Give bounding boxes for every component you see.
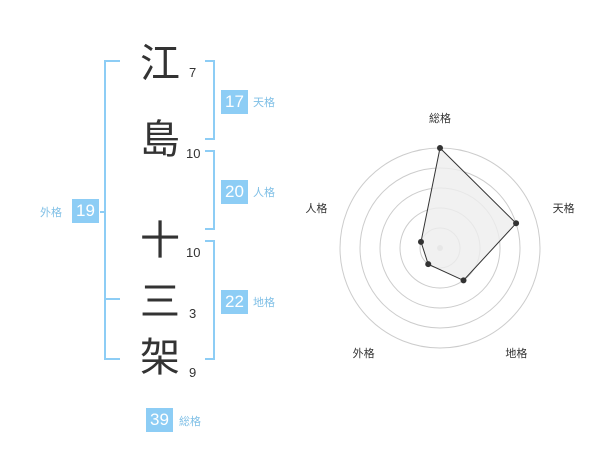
radar-point-4 <box>425 261 432 268</box>
name-char-4: 三 <box>140 279 180 325</box>
radar-axis-label-5: 人格 <box>305 201 327 215</box>
tenkaku-label: 天格 <box>253 96 275 109</box>
radar-point-3 <box>460 277 467 284</box>
jinkaku-label: 人格 <box>253 186 275 199</box>
radar-point-2 <box>513 220 520 227</box>
name-char-2: 島 <box>140 117 180 163</box>
jinkaku-value-badge: 20 <box>221 180 248 204</box>
radar-series-polygon <box>420 146 517 282</box>
radar-point-5 <box>417 238 424 245</box>
stroke-count-4: 3 <box>189 306 197 321</box>
radar-axis-label-1: 総格 <box>429 111 451 125</box>
name-char-3: 十 <box>140 218 180 264</box>
chikaku-value-badge: 22 <box>221 290 248 314</box>
stroke-count-5: 9 <box>189 365 197 380</box>
soukaku-label: 総格 <box>179 415 201 428</box>
tenkaku-value-badge: 17 <box>221 90 248 114</box>
stroke-count-3: 10 <box>186 245 201 260</box>
radar-axis-label-3: 地格 <box>505 346 527 360</box>
radar-point-1 <box>437 145 443 151</box>
chikaku-label: 地格 <box>253 296 275 309</box>
name-char-5: 架 <box>140 335 180 381</box>
gaikaku-label: 外格 <box>40 206 62 219</box>
radar-axis-label-2: 天格 <box>553 201 575 215</box>
radar-axis-label-4: 外格 <box>353 346 375 360</box>
soukaku-value-badge: 39 <box>146 408 173 432</box>
stroke-count-1: 7 <box>189 65 197 80</box>
name-char-1: 江 <box>140 41 180 87</box>
stroke-count-2: 10 <box>186 146 201 161</box>
gaikaku-value-badge: 19 <box>72 199 99 223</box>
